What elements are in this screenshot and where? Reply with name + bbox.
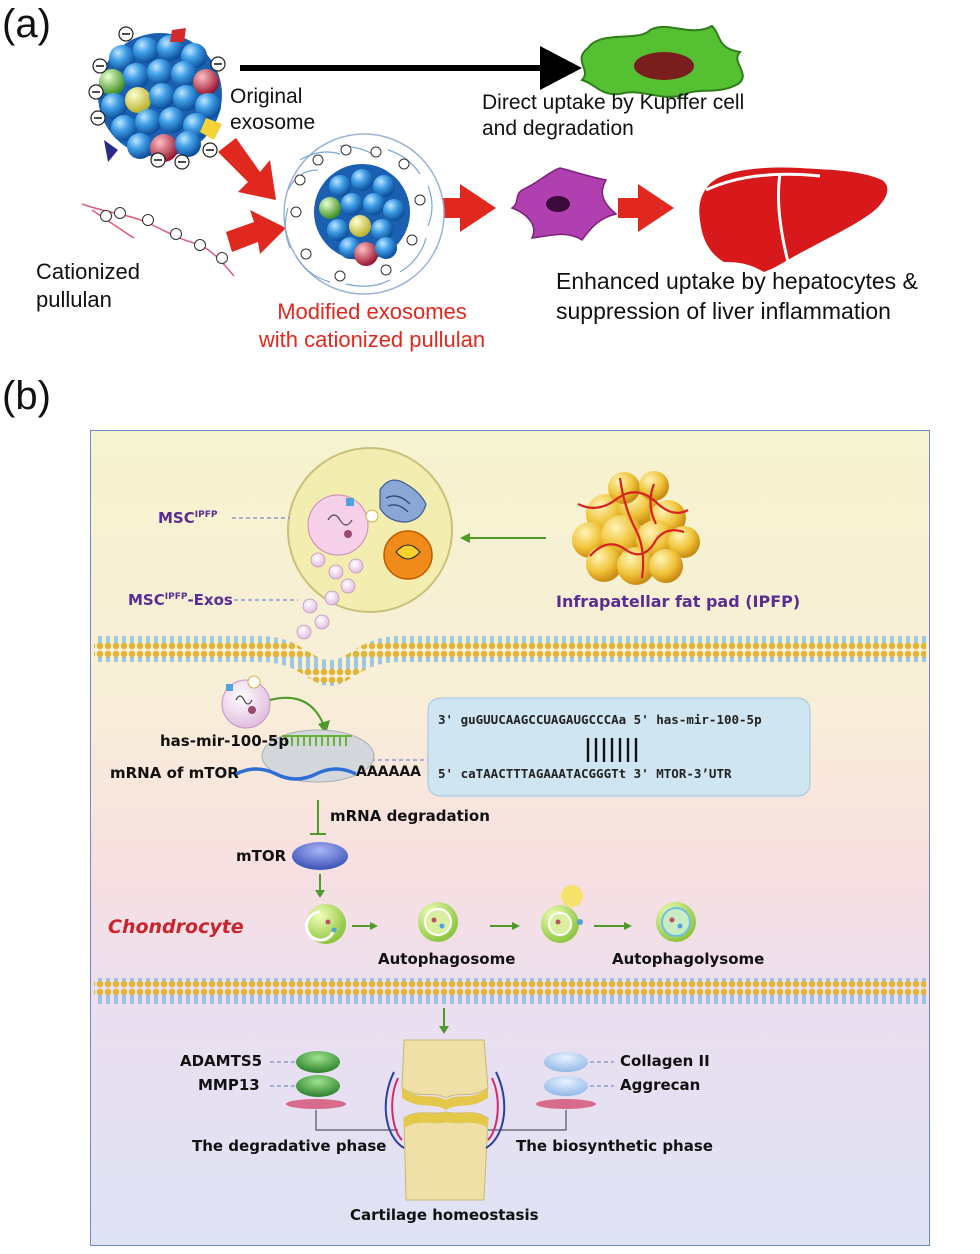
kupffer-cell-icon [580, 24, 744, 98]
autophagosome-label: Autophagosome [378, 950, 516, 968]
ribosome-icon [235, 729, 375, 783]
polya-label: AAAAAA [356, 764, 422, 780]
chondrocyte-label: Chondrocyte [108, 916, 244, 938]
cationized-pullulan-label: Cationized pullulan [36, 259, 140, 312]
enhanced-uptake-label: Enhanced uptake by hepatocytes & suppres… [556, 268, 918, 324]
cartilage-homeostasis-label: Cartilage homeostasis [350, 1206, 539, 1224]
biosynthetic-matrix-icon [536, 1052, 596, 1109]
ipfp-label: Infrapatellar fat pad (IPFP) [556, 592, 801, 611]
msc-cell-icon [287, 447, 453, 640]
top-membrane [94, 636, 926, 686]
ipfp-icon [572, 471, 700, 585]
mirna-label: has-mir-100-5p [160, 732, 290, 750]
pullulan-chain-icon [81, 203, 235, 277]
degradative-enzymes-icon [286, 1051, 346, 1109]
lower-membrane [94, 978, 926, 1004]
autophagy-sequence [305, 885, 696, 944]
modified-exosomes-label: Modified exosomes with cationized pullul… [258, 299, 486, 352]
red-arrows [218, 138, 674, 254]
msc-label: MSCIPFP [158, 509, 218, 527]
msc-exos-label: MSCIPFP-Exos [128, 591, 233, 609]
collagen-label: Collagen II [620, 1052, 710, 1070]
mmp13-label: MMP13 [198, 1076, 260, 1094]
panel-a-label: (a) [2, 2, 51, 46]
degradative-phase-label: The degradative phase [192, 1137, 387, 1155]
kupffer-label: Direct uptake by Kupffer cell and degrad… [482, 91, 745, 141]
mrna-label: mRNA of mTOR [110, 764, 239, 782]
exosome-icon [221, 675, 271, 729]
aggrecan-label: Aggrecan [620, 1076, 701, 1094]
autophagolysome-label: Autophagolysome [612, 950, 765, 968]
modified-exosome-icon [283, 133, 445, 295]
panel-b-frame [90, 430, 930, 1246]
sequence-top: 3' guGUUCAAGCCUAGAUGCCCAa 5' has-mir-100… [438, 712, 762, 727]
panel-b-label: (b) [2, 374, 51, 418]
original-exosome-label: Original exosome [230, 85, 316, 135]
adamts5-label: ADAMTS5 [180, 1052, 263, 1070]
knee-joint-icon [384, 1039, 506, 1201]
mtor-label: mTOR [236, 847, 287, 865]
mrna-degradation-label: mRNA degradation [330, 807, 490, 825]
mtor-icon [292, 842, 348, 870]
sequence-bottom: 5' caTAACTTTAGAAATACGGGTt 3' MTOR-3’UTR [438, 766, 732, 781]
hepatocyte-icon [510, 167, 618, 242]
biosynthetic-phase-label: The biosynthetic phase [516, 1137, 713, 1155]
original-exosome-icon [88, 26, 226, 170]
panel-a-graphics [81, 24, 888, 295]
liver-icon [699, 167, 888, 272]
